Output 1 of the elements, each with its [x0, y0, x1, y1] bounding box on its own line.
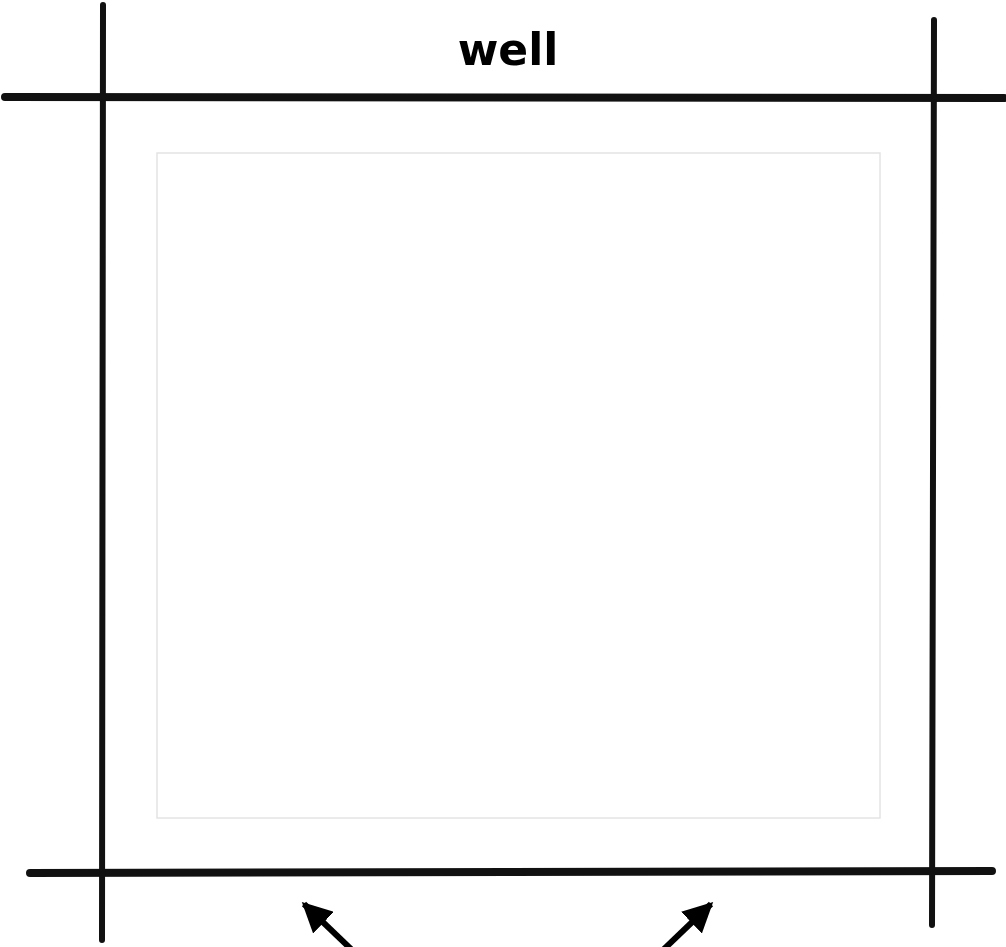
well-label: well: [457, 28, 559, 72]
